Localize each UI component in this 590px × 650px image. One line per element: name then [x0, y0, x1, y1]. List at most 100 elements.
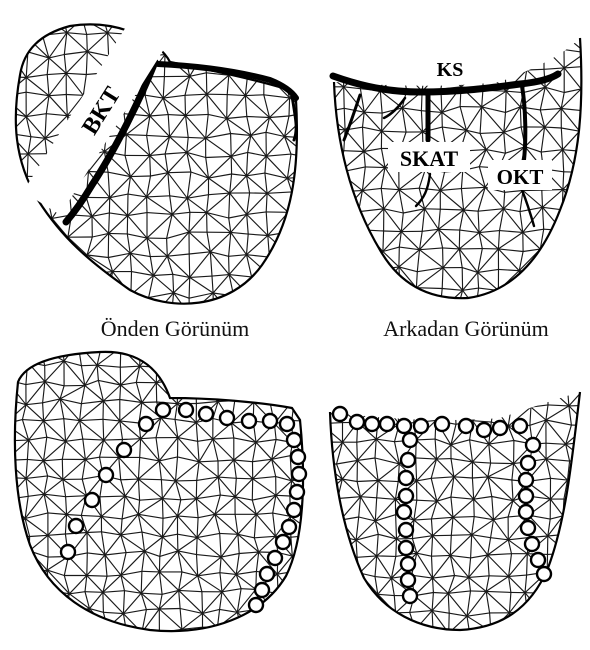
mesh-edge [486, 150, 505, 154]
mesh-edge [218, 460, 234, 477]
mesh-edge [320, 404, 324, 423]
mesh-edge [319, 613, 340, 617]
mesh-edge [288, 212, 307, 235]
mesh-edge [391, 578, 394, 595]
mesh-edge [109, 233, 131, 253]
mesh-edge [478, 272, 479, 288]
mesh-edge [189, 252, 210, 254]
mesh-edge [103, 13, 122, 17]
mesh-edge [567, 382, 589, 384]
mesh-edge [2, 32, 9, 52]
mesh-edge [464, 210, 479, 211]
mesh-edge [92, 298, 112, 312]
mesh-edge [375, 439, 376, 458]
mesh-edge [10, 591, 11, 608]
mesh-edge [198, 439, 213, 441]
mesh-edge [377, 309, 398, 311]
mesh-edge [249, 345, 251, 367]
mesh-edge [199, 461, 218, 462]
mesh-edge [7, 347, 8, 364]
mesh-edge [192, 345, 213, 366]
mesh-edge [541, 127, 544, 152]
mesh-edge [28, 348, 41, 363]
mesh-edge [481, 48, 483, 68]
mesh-edge [568, 480, 586, 499]
mesh-edge [359, 497, 361, 517]
mesh-edge [120, 347, 121, 367]
mesh-edge [340, 192, 343, 212]
mesh-edge [228, 37, 229, 56]
mesh-edge [512, 480, 513, 501]
mesh-edge [222, 592, 237, 613]
mesh-edge [66, 441, 86, 459]
mesh-edge [288, 212, 307, 217]
mesh-edge [287, 158, 310, 179]
mesh-edge [363, 33, 365, 48]
mesh-edge [161, 480, 162, 499]
mesh-edge [10, 134, 31, 137]
mesh-edge [472, 535, 488, 555]
mesh-edge [27, 154, 28, 176]
mesh-edge [210, 252, 212, 276]
mesh-edge [5, 400, 9, 424]
mesh-edge [269, 257, 273, 278]
mesh-edge [204, 37, 229, 53]
mesh-edge [582, 536, 587, 556]
mesh-edge [170, 137, 189, 138]
okt-label-box: OKT [488, 160, 552, 190]
mesh-edge [563, 535, 568, 554]
mesh-edge [421, 307, 440, 311]
mesh-edge [24, 34, 43, 35]
mesh-edge [10, 608, 13, 629]
mesh-edge [100, 496, 125, 497]
mesh-edge [290, 385, 309, 387]
mesh-edge [568, 536, 588, 554]
mesh-edge [24, 34, 28, 52]
mesh-edge [202, 592, 203, 614]
mesh-edge [44, 419, 64, 421]
mesh-edge [375, 458, 378, 481]
mesh-edge [385, 33, 404, 49]
mesh-edge [320, 293, 338, 311]
mesh-edge [273, 253, 288, 278]
mesh-edge [494, 520, 509, 540]
mesh-edge [344, 108, 345, 130]
mesh-edge [208, 17, 228, 37]
mesh-edge [415, 386, 417, 402]
mesh-edge [9, 197, 12, 215]
mesh-edge [398, 307, 421, 309]
mesh-edge [230, 294, 248, 312]
mesh-edge [382, 113, 383, 131]
mesh-edge [357, 287, 383, 292]
mesh-edge [62, 342, 78, 343]
mesh-edge [334, 576, 338, 597]
mesh-edge [102, 343, 121, 347]
mesh-edge [486, 591, 511, 592]
mesh-edge [66, 439, 83, 441]
mesh-edge [539, 288, 556, 307]
mesh-edge [13, 628, 27, 629]
mesh-edge [473, 406, 494, 421]
mesh-edge [263, 32, 285, 56]
mesh-edge [159, 609, 182, 629]
mesh-edge [320, 424, 323, 443]
mesh-edge [343, 68, 366, 69]
mesh-edge [335, 535, 339, 554]
mesh-edge [47, 218, 52, 236]
mesh-edge [147, 214, 172, 238]
mesh-edge [359, 387, 362, 403]
mesh-edge [222, 574, 236, 591]
mesh-edge [73, 298, 92, 315]
mesh-edge [189, 254, 190, 277]
mesh-edge [254, 514, 256, 538]
mesh-edge [469, 577, 486, 591]
mesh-edge [233, 345, 234, 364]
mesh-edge [121, 514, 139, 535]
mesh-edge [7, 174, 9, 197]
mesh-edge [562, 230, 579, 250]
mesh-edge [10, 571, 30, 574]
back-view-caption: Arkadan Görünüm [383, 316, 549, 341]
mesh-edge [469, 576, 489, 578]
mesh-edge [365, 33, 385, 50]
mesh-edge [427, 51, 447, 52]
